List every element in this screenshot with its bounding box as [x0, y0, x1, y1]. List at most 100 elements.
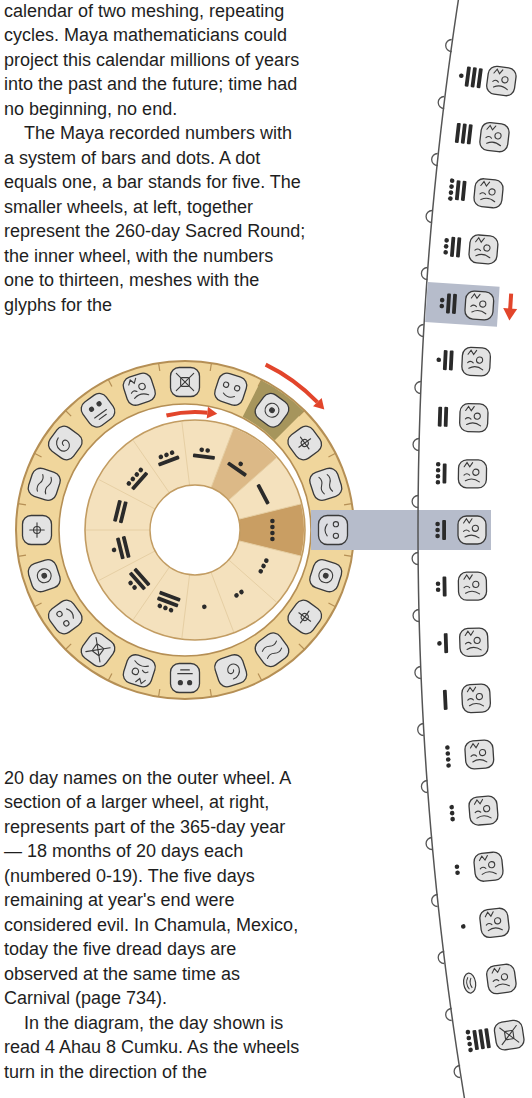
day-number [227, 456, 251, 477]
numeral-dot [260, 563, 266, 569]
outer-wheel-inner-edge [59, 404, 311, 656]
glyph-mark [142, 670, 148, 673]
numeral-dot [263, 558, 269, 564]
strip-notch [446, 1009, 452, 1021]
glyph-mark [134, 392, 149, 399]
glyph-mark [136, 678, 146, 685]
numeral-bar [442, 520, 446, 540]
glyph-frame [458, 572, 486, 600]
glyph-mark [476, 357, 482, 363]
numeral-dot [436, 468, 441, 473]
numeral-dot [435, 528, 440, 533]
glyph-mark [223, 381, 230, 388]
strip-notch [438, 97, 444, 109]
glyph-mark [67, 608, 76, 619]
day-glyph [121, 652, 158, 689]
day-glyph [26, 466, 63, 503]
numeral-bar [456, 237, 461, 257]
numeral-bar [113, 500, 122, 522]
numeral-dot [138, 467, 144, 473]
month-day-number [437, 633, 448, 653]
segment-divider [239, 541, 301, 556]
month-day-number [436, 577, 447, 597]
numeral-dot [444, 238, 449, 243]
numeral-dot [443, 250, 448, 255]
month-day-number [461, 924, 466, 929]
numeral-bar [484, 1028, 491, 1048]
glyph-mark [333, 522, 338, 527]
day-glyph [78, 390, 119, 431]
month-day-row [443, 684, 491, 714]
glyph-mark [474, 799, 483, 804]
month-glyph [458, 460, 486, 488]
month-day-number [436, 462, 447, 485]
numeral-bar [256, 484, 270, 505]
day-number [258, 558, 270, 575]
numeral-dot [270, 531, 275, 536]
numeral-dot [448, 190, 453, 195]
numeral-bar [444, 407, 448, 427]
glyph-mark [482, 871, 496, 875]
glyph-mark [41, 573, 47, 579]
glyph-frame [171, 368, 200, 397]
month-glyph [459, 628, 488, 657]
glyph-mark [134, 661, 149, 668]
glyph-mark [493, 80, 499, 82]
rim-notch [328, 453, 335, 457]
glyph-mark [181, 669, 190, 670]
numeral-bar [438, 407, 442, 427]
glyph-frame [464, 740, 494, 770]
glyph-mark [477, 815, 491, 819]
glyph-mark [486, 136, 492, 138]
month-day-number [445, 745, 451, 768]
glyph-mark [484, 245, 491, 252]
glyph-mark [476, 693, 482, 699]
glyph-mark [481, 181, 490, 186]
shell-mark [466, 977, 473, 990]
glyph-mark [300, 612, 310, 622]
numeral-bar [465, 66, 471, 86]
direction-arrow [508, 293, 513, 309]
glyph-mark [487, 141, 501, 145]
inner-wheel [85, 420, 305, 640]
numeral-dot [168, 607, 174, 613]
month-day-row [454, 851, 504, 884]
numeral-bar [227, 461, 247, 477]
numeral-dot [445, 745, 450, 750]
glyph-mark [504, 1030, 514, 1040]
numeral-dot [467, 1041, 472, 1046]
numeral-dot [157, 603, 163, 609]
numeral-dot [131, 584, 137, 590]
glyph-mark [56, 610, 63, 617]
strip-notch [432, 154, 438, 166]
strip-notch [421, 268, 427, 280]
glyph-mark [501, 973, 508, 980]
body-text: In the diagram, the day shown is read 4 … [4, 1011, 307, 1084]
month-day-row [462, 963, 517, 998]
numeral-dot [233, 592, 239, 598]
glyph-mark [492, 968, 501, 973]
numeral-dot [111, 547, 117, 553]
glyph-mark [472, 525, 478, 531]
month-glyph [459, 403, 488, 432]
rim-notch [159, 689, 160, 697]
glyph-frame [461, 347, 490, 376]
glyph-mark [467, 647, 481, 650]
strip-notch [432, 895, 438, 907]
day-glyph [45, 597, 86, 638]
month-day-number [436, 350, 454, 371]
glyph-mark [466, 591, 480, 594]
glyph-mark [466, 406, 475, 410]
segment-divider [211, 572, 234, 632]
glyph-mark [495, 983, 509, 988]
day-glyph [252, 629, 293, 670]
numeral-dot [130, 476, 136, 482]
month-day-row [437, 628, 489, 658]
glyph-frame [121, 371, 158, 408]
numeral-bar [116, 537, 125, 559]
glyph-mark [35, 567, 53, 585]
month-day-row [436, 459, 487, 488]
month-day-number [465, 1027, 491, 1053]
glyph-mark [493, 979, 499, 981]
glyph-mark [36, 474, 52, 494]
